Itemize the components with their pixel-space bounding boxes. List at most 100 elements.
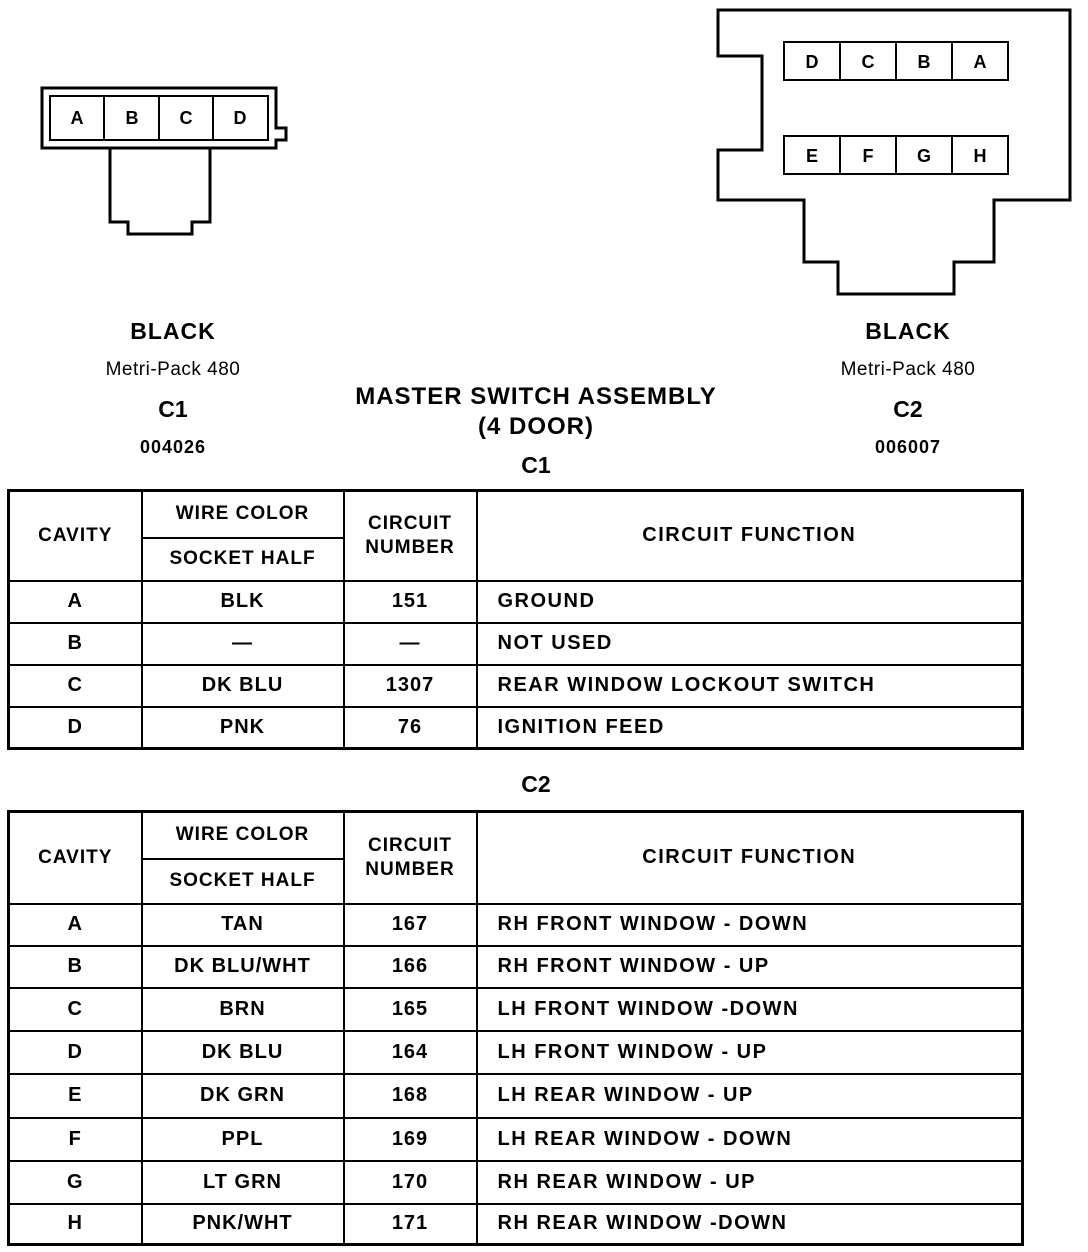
cavity-cell: A	[7, 902, 143, 947]
header-circuit-function: CIRCUIT FUNCTION	[475, 489, 1024, 582]
wire-cell: DK BLU	[140, 1029, 345, 1075]
circuit-cell: 165	[342, 986, 478, 1032]
cavity-cell: E	[7, 1072, 143, 1119]
header-cavity: CAVITY	[7, 489, 143, 582]
c2-id-label: C2	[893, 396, 923, 422]
connector-c2-drawing: D C B A E F G H	[716, 8, 1072, 296]
c2-pin-label: C	[862, 52, 875, 72]
table-row: C DK BLU 1307 REAR WINDOW LOCKOUT SWITCH	[7, 663, 1024, 708]
c2-color-label: BLACK	[865, 318, 951, 344]
table-c2-label: C2	[521, 771, 551, 797]
c2-type-label: Metri-Pack 480	[840, 359, 976, 380]
wire-cell: DK BLU/WHT	[140, 944, 345, 989]
table-c1: CAVITY WIRE COLOR CIRCUIT NUMBER CIRCUIT…	[7, 489, 1024, 750]
header-circuit-l2: NUMBER	[365, 536, 455, 558]
cavity-cell: D	[7, 705, 143, 750]
header-circuit-l1: CIRCUIT	[367, 512, 453, 534]
table-row: A BLK 151 GROUND	[7, 579, 1024, 624]
c2-pin-label: A	[974, 52, 987, 72]
circuit-cell: 164	[342, 1029, 478, 1075]
c2-pin-label: B	[918, 52, 931, 72]
header-socket-half: SOCKET HALF	[140, 536, 345, 582]
table-row: D PNK 76 IGNITION FEED	[7, 705, 1024, 750]
table-row: F PPL 169 LH REAR WINDOW - DOWN	[7, 1116, 1024, 1162]
c2-pin-label: E	[806, 146, 818, 166]
circuit-cell: 1307	[342, 663, 478, 708]
header-circuit-number: CIRCUIT NUMBER	[342, 810, 478, 905]
cavity-cell: G	[7, 1159, 143, 1205]
table-row: C BRN 165 LH FRONT WINDOW -DOWN	[7, 986, 1024, 1032]
function-cell: LH REAR WINDOW - UP	[475, 1072, 1024, 1119]
function-cell: GROUND	[475, 579, 1024, 624]
function-cell: NOT USED	[475, 621, 1024, 666]
c1-color-label: BLACK	[130, 318, 216, 344]
function-cell: LH FRONT WINDOW - UP	[475, 1029, 1024, 1075]
header-circuit-l1: CIRCUIT	[367, 834, 453, 856]
c2-code-label: 006007	[874, 437, 942, 457]
cavity-cell: H	[7, 1202, 143, 1246]
c1-code-label: 004026	[139, 437, 207, 457]
header-socket-half: SOCKET HALF	[140, 857, 345, 905]
circuit-cell: —	[342, 621, 478, 666]
table-row: A TAN 167 RH FRONT WINDOW - DOWN	[7, 902, 1024, 947]
circuit-cell: 167	[342, 902, 478, 947]
header-circuit-number: CIRCUIT NUMBER	[342, 489, 478, 582]
c1-pin-label: D	[234, 108, 247, 128]
header-cavity: CAVITY	[7, 810, 143, 905]
header-wire-color: WIRE COLOR	[140, 489, 345, 539]
c1-type-label: Metri-Pack 480	[105, 359, 241, 380]
circuit-cell: 76	[342, 705, 478, 750]
table-row: D DK BLU 164 LH FRONT WINDOW - UP	[7, 1029, 1024, 1075]
wire-cell: DK GRN	[140, 1072, 345, 1119]
header-circuit-l2: NUMBER	[365, 858, 455, 880]
circuit-cell: 151	[342, 579, 478, 624]
c2-pin-label: H	[974, 146, 987, 166]
cavity-cell: C	[7, 663, 143, 708]
c1-pin-label: A	[71, 108, 84, 128]
function-cell: RH REAR WINDOW - UP	[475, 1159, 1024, 1205]
c1-id-label: C1	[158, 396, 188, 422]
table-row: B DK BLU/WHT 166 RH FRONT WINDOW - UP	[7, 944, 1024, 989]
cavity-cell: A	[7, 579, 143, 624]
table-row: H PNK/WHT 171 RH REAR WINDOW -DOWN	[7, 1202, 1024, 1246]
circuit-cell: 170	[342, 1159, 478, 1205]
c2-pin-label: D	[806, 52, 819, 72]
wire-cell: BLK	[140, 579, 345, 624]
wire-cell: PNK	[140, 705, 345, 750]
header-circuit-function: CIRCUIT FUNCTION	[475, 810, 1024, 905]
circuit-cell: 168	[342, 1072, 478, 1119]
title-line-1: MASTER SWITCH ASSEMBLY	[355, 383, 717, 410]
table-row: B — — NOT USED	[7, 621, 1024, 666]
circuit-cell: 166	[342, 944, 478, 989]
wire-cell: PNK/WHT	[140, 1202, 345, 1246]
function-cell: LH FRONT WINDOW -DOWN	[475, 986, 1024, 1032]
c2-pin-label: F	[863, 146, 874, 166]
wire-cell: LT GRN	[140, 1159, 345, 1205]
circuit-cell: 171	[342, 1202, 478, 1246]
function-cell: RH REAR WINDOW -DOWN	[475, 1202, 1024, 1246]
c1-pin-label: B	[126, 108, 139, 128]
cavity-cell: D	[7, 1029, 143, 1075]
c2-pin-label: G	[917, 146, 931, 166]
cavity-cell: F	[7, 1116, 143, 1162]
diagram-title: MASTER SWITCH ASSEMBLY (4 DOOR)	[286, 382, 786, 442]
c1-pin-label: C	[180, 108, 193, 128]
wire-cell: TAN	[140, 902, 345, 947]
cavity-cell: C	[7, 986, 143, 1032]
function-cell: RH FRONT WINDOW - DOWN	[475, 902, 1024, 947]
wire-cell: BRN	[140, 986, 345, 1032]
function-cell: REAR WINDOW LOCKOUT SWITCH	[475, 663, 1024, 708]
function-cell: IGNITION FEED	[475, 705, 1024, 750]
table-c2: CAVITY WIRE COLOR CIRCUIT NUMBER CIRCUIT…	[7, 810, 1024, 1246]
wire-cell: DK BLU	[140, 663, 345, 708]
table-row: G LT GRN 170 RH REAR WINDOW - UP	[7, 1159, 1024, 1205]
cavity-cell: B	[7, 944, 143, 989]
function-cell: RH FRONT WINDOW - UP	[475, 944, 1024, 989]
circuit-cell: 169	[342, 1116, 478, 1162]
wire-cell: PPL	[140, 1116, 345, 1162]
title-line-2: (4 DOOR)	[478, 413, 594, 440]
cavity-cell: B	[7, 621, 143, 666]
table-row: E DK GRN 168 LH REAR WINDOW - UP	[7, 1072, 1024, 1119]
header-wire-color: WIRE COLOR	[140, 810, 345, 860]
connector-c1-drawing: A B C D	[40, 86, 288, 236]
